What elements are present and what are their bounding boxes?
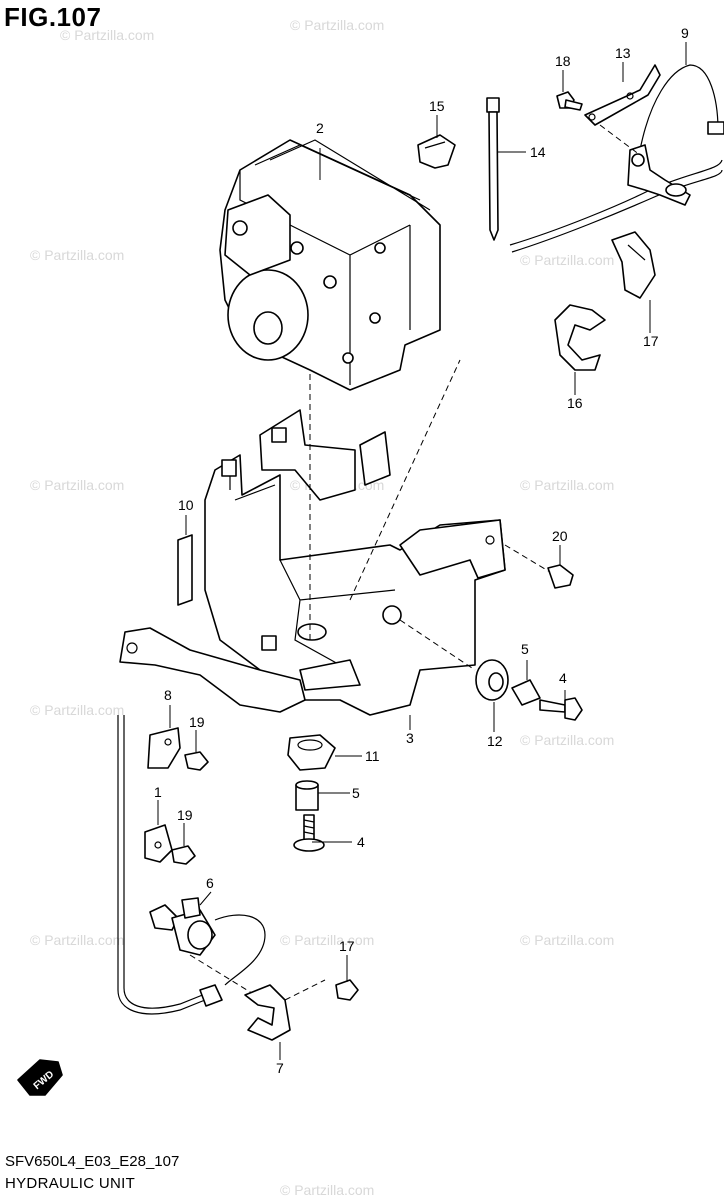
callout-8: 8 [164, 687, 172, 703]
callout-12: 12 [487, 733, 503, 749]
callout-15: 15 [429, 98, 445, 114]
watermark: © Partzilla.com [30, 477, 124, 493]
watermark: © Partzilla.com [280, 932, 374, 948]
bolt-part-18 [556, 91, 583, 111]
callout-4-right: 4 [559, 670, 567, 686]
callout-6: 6 [206, 875, 214, 891]
watermark: © Partzilla.com [30, 702, 124, 718]
sensor-part-9 [509, 64, 724, 253]
sensor-part-6 [149, 897, 266, 1007]
clip-part-17-upper [611, 231, 656, 299]
grommet-part-12 [399, 619, 509, 701]
callout-17-lower: 17 [339, 938, 355, 954]
bolt-part-4-right [539, 697, 583, 721]
callout-10: 10 [178, 497, 194, 513]
callout-5-bottom: 5 [352, 785, 360, 801]
clamp-part-7 [244, 984, 291, 1041]
watermark: © Partzilla.com [290, 17, 384, 33]
callout-19-upper: 19 [189, 714, 205, 730]
callout-19-lower: 19 [177, 807, 193, 823]
callout-11: 11 [365, 748, 380, 764]
cable-tie-part-14 [486, 97, 500, 241]
callout-18: 18 [555, 53, 571, 69]
collar-part-5-right [511, 679, 541, 706]
callout-20: 20 [552, 528, 568, 544]
callout-9: 9 [681, 25, 689, 41]
callout-14: 14 [530, 144, 546, 160]
bracket-part-3 [119, 355, 506, 716]
watermark: © Partzilla.com [30, 932, 124, 948]
watermark: © Partzilla.com [30, 247, 124, 263]
watermark: © Partzilla.com [60, 27, 154, 43]
callout-5-right: 5 [521, 641, 529, 657]
callout-4-bottom: 4 [357, 834, 365, 850]
callout-3: 3 [406, 730, 414, 746]
bracket-part-1 [144, 824, 173, 863]
clip-part-15 [417, 134, 456, 169]
callout-17-upper: 17 [643, 333, 659, 349]
fwd-direction-badge: FWD [17, 1059, 63, 1096]
watermark: © Partzilla.com [520, 477, 614, 493]
clamp-part-16 [554, 304, 606, 371]
bracket-part-8 [147, 727, 181, 769]
callout-1: 1 [154, 784, 162, 800]
watermark: © Partzilla.com [520, 932, 614, 948]
watermark: © Partzilla.com [280, 1182, 374, 1198]
leader-lines [157, 42, 687, 1060]
wire-left [117, 715, 206, 1015]
callout-numbers: 1 2 3 4 4 5 5 6 7 8 9 10 11 12 13 14 15 … [154, 25, 689, 1076]
figure-name: HYDRAULIC UNIT [5, 1175, 136, 1192]
grommet-part-11 [287, 734, 336, 771]
callout-13: 13 [615, 45, 631, 61]
bolt-part-19-upper [184, 751, 209, 771]
bolt-part-20 [504, 544, 574, 589]
callout-16: 16 [567, 395, 583, 411]
watermark: © Partzilla.com [520, 732, 614, 748]
callout-7: 7 [276, 1060, 284, 1076]
bolt-part-4-bottom [293, 814, 325, 852]
collar-part-5-bottom [295, 780, 319, 811]
bolt-part-17-lower [284, 979, 359, 1001]
watermark: © Partzilla.com [520, 252, 614, 268]
callout-2: 2 [316, 120, 324, 136]
figure-code: SFV650L4_E03_E28_107 [5, 1153, 180, 1170]
pad-part-10 [177, 534, 193, 606]
bolt-part-19-lower [171, 845, 196, 865]
hydraulic-unit-part-2 [219, 139, 441, 391]
figure-title: FIG.107 [4, 2, 102, 32]
bracket-part-13 [584, 64, 661, 156]
